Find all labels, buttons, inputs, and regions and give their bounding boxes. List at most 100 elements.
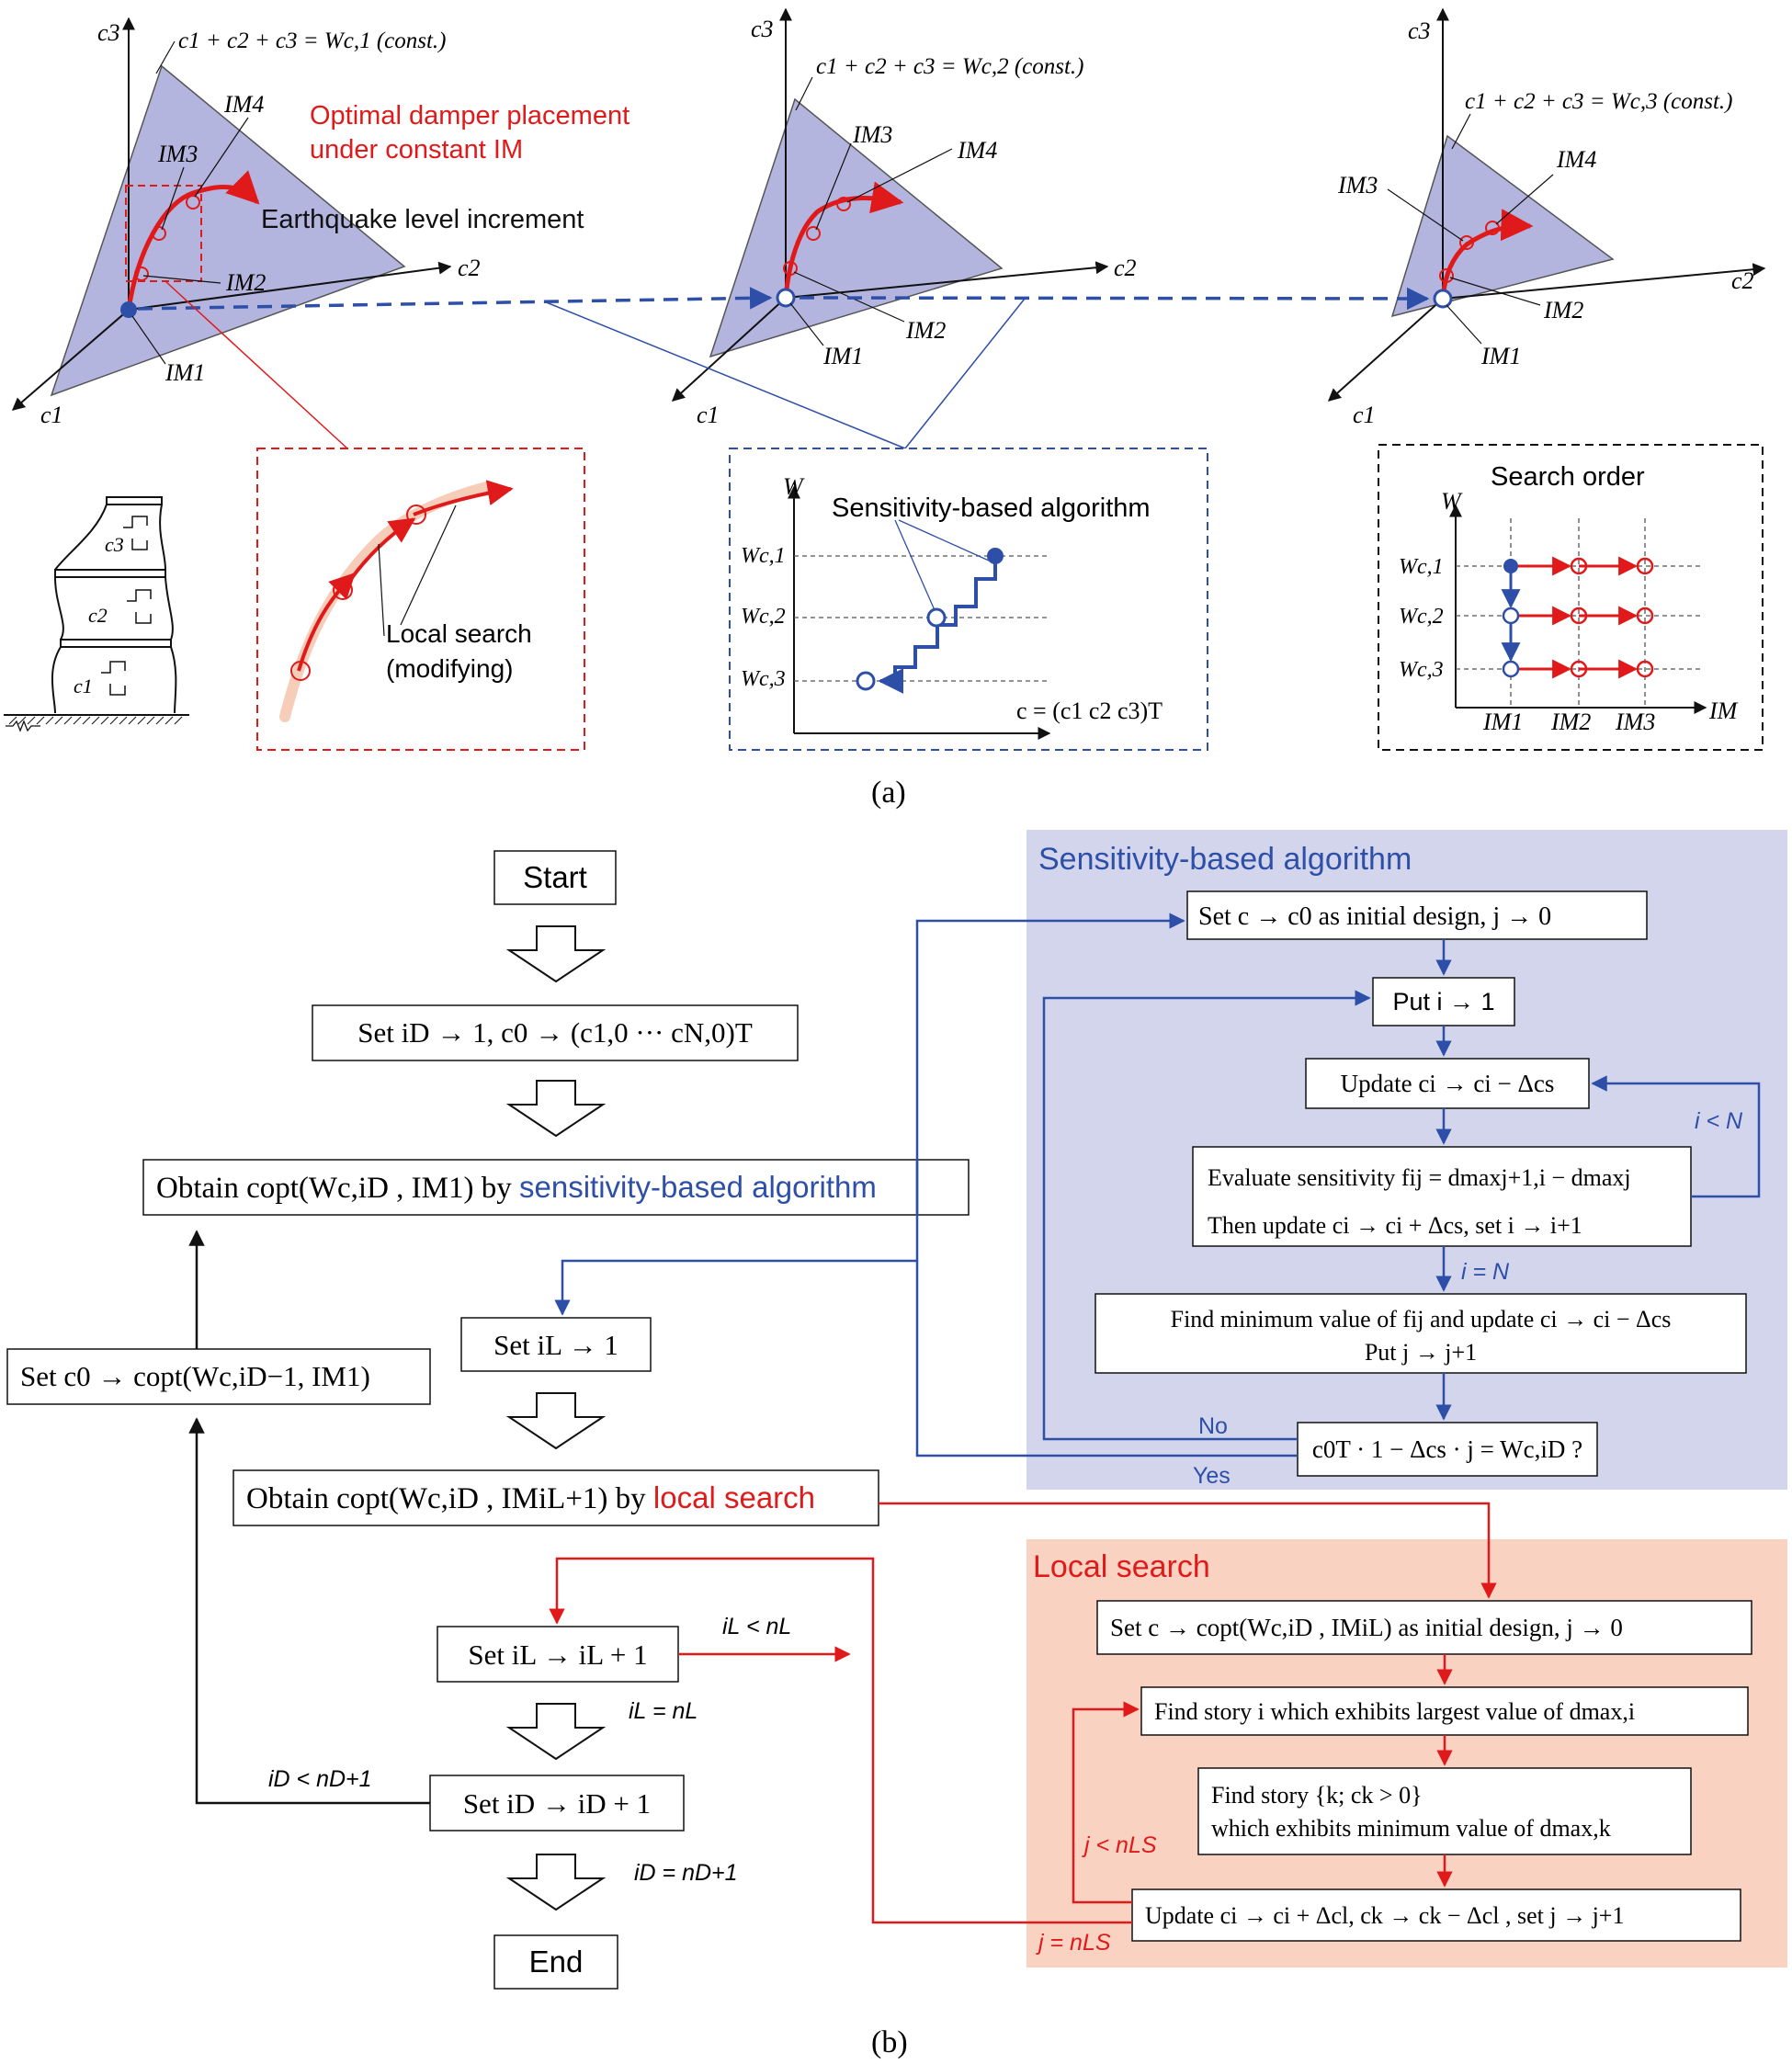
set-c0-label: Set c0 → copt(Wc,iD−1, IM1)	[20, 1360, 370, 1392]
local-step-1	[1096, 1600, 1752, 1655]
axis-label-c3-3: c3	[1408, 17, 1431, 44]
im1-label-2: IM1	[822, 343, 863, 369]
set-id-inc-box	[429, 1775, 685, 1832]
axis-label-c1-2: c1	[697, 402, 720, 428]
im4-label-2: IM4	[957, 137, 997, 164]
set-il-label: Set iL → 1	[493, 1329, 618, 1361]
local-step-2	[1140, 1686, 1749, 1736]
local-l1: Set c → copt(Wc,iD , IMiL) as initial de…	[1110, 1614, 1623, 1641]
im2-label-1: IM2	[225, 269, 266, 296]
axis-c1-1	[11, 309, 130, 411]
axis-label-c3-2: c3	[751, 16, 774, 42]
local-step-4	[1131, 1888, 1741, 1942]
im4-label-1: IM4	[223, 91, 264, 118]
cond-il-lt: iL < nL	[722, 1614, 791, 1639]
local-panel-title: Local search	[1033, 1549, 1210, 1584]
story-label-c1: c1	[74, 675, 93, 697]
local-search-zoom: Local search (modifying)	[256, 448, 585, 751]
sens-i-eq: i = N	[1461, 1259, 1510, 1285]
im1-label-3: IM1	[1480, 343, 1521, 369]
im3-label-2: IM3	[852, 121, 892, 148]
set-id-inc-label: Set iD → iD + 1	[463, 1787, 651, 1820]
search-w-axis: W	[1441, 488, 1463, 515]
start-box	[493, 850, 617, 905]
caption-b: (b)	[871, 2025, 908, 2059]
search-im2: IM2	[1550, 709, 1591, 735]
optimal-placement-line2: under constant IM	[310, 135, 523, 164]
im3-label-1: IM3	[157, 141, 198, 167]
local-l3a: Find story {k; ck > 0}	[1211, 1782, 1423, 1809]
im2-label-2: IM2	[905, 317, 946, 344]
set-il-box	[460, 1317, 652, 1372]
set-il-inc-label: Set iL → iL + 1	[468, 1639, 647, 1671]
cond-id-eq: iD = nD+1	[634, 1860, 738, 1886]
plane-diagram-2: c3 c2 c1 c1 + c2 + c3 = Wc,2 (const.) IM…	[671, 7, 1137, 428]
im3-label-3: IM3	[1337, 172, 1378, 198]
axis-c2-1	[128, 261, 452, 311]
search-im1: IM1	[1482, 709, 1523, 735]
local-search-label-1: Local search	[386, 619, 532, 648]
building-sketch: c3 c2 c1	[4, 496, 189, 732]
search-im3: IM3	[1615, 709, 1655, 735]
sens-step-4	[1192, 1146, 1692, 1247]
sens-step-6	[1297, 1422, 1598, 1477]
sens-no: No	[1198, 1413, 1228, 1439]
sens-w-axis: W	[783, 473, 805, 500]
axis-label-c1-1: c1	[40, 402, 63, 428]
sens-s4b: Then update ci → ci + Δcs, set i → i+1	[1208, 1212, 1582, 1239]
sensitivity-zoom: W Wc,1 Wc,2 Wc,3 Sensitivity-based algor…	[729, 448, 1208, 751]
obtain-local-box	[233, 1469, 879, 1526]
sens-s5b: Put j → j+1	[1365, 1339, 1477, 1366]
search-wc3: Wc,3	[1399, 658, 1444, 682]
im1-label-1: IM1	[164, 359, 205, 386]
plane-diagram-3: c3 c2 c1 c1 + c2 + c3 = Wc,3 (const.) IM…	[1327, 7, 1766, 428]
axis-label-c3-1: c3	[97, 19, 120, 46]
sensitivity-panel-title: Sensitivity-based algorithm	[1038, 842, 1412, 877]
local-search-label-2: (modifying)	[386, 654, 513, 683]
search-wc1: Wc,1	[1399, 555, 1444, 579]
local-step-3	[1197, 1767, 1692, 1855]
plane-label-3: c1 + c2 + c3 = Wc,3 (const.)	[1465, 89, 1733, 114]
plane-label-1: c1 + c2 + c3 = Wc,1 (const.)	[178, 28, 447, 53]
sens-title: Sensitivity-based algorithm	[832, 493, 1151, 523]
sens-s3: Update ci → ci − Δcs	[1341, 1070, 1555, 1097]
search-wc2: Wc,2	[1399, 605, 1444, 629]
search-order-box: Search order W IM Wc,1 Wc,2 Wc,3	[1378, 444, 1764, 751]
end-label: End	[529, 1945, 584, 1979]
axis-label-c2-1: c2	[458, 255, 481, 281]
local-j-lt: j < nLS	[1082, 1832, 1157, 1858]
sens-step-3	[1305, 1058, 1590, 1109]
sens-s6: c0T · 1 − Δcs · j = Wc,iD ?	[1312, 1435, 1582, 1463]
axis-label-c1-3: c1	[1353, 402, 1376, 428]
obtain-sens-box	[142, 1159, 970, 1216]
end-box	[493, 1934, 618, 1990]
obtain-sens-label: Obtain copt(Wc,iD , IM1) by sensitivity-…	[156, 1170, 877, 1205]
constraint-plane-1	[50, 64, 406, 397]
sens-i-lt: i < N	[1695, 1108, 1743, 1134]
set-id-box	[312, 1004, 799, 1061]
local-l3b: which exhibits minimum value of dmax,k	[1211, 1815, 1611, 1842]
local-j-eq: j = nLS	[1036, 1930, 1111, 1956]
plane-label-2: c1 + c2 + c3 = Wc,2 (const.)	[816, 54, 1084, 79]
sens-step-2	[1372, 977, 1515, 1026]
cond-id-lt: iD < nD+1	[268, 1766, 372, 1792]
sens-step-5	[1094, 1293, 1747, 1374]
plane-diagram-1: c3 c2 c1 c1 + c2 + c3 = Wc,1 (const.) IM…	[11, 17, 629, 428]
axis-label-c2-2: c2	[1114, 255, 1137, 281]
cond-il-eq: iL = nL	[629, 1698, 698, 1724]
sens-yes: Yes	[1193, 1463, 1231, 1489]
eq-level-increment: Earthquake level increment	[261, 205, 584, 234]
story-label-c2: c2	[88, 604, 108, 627]
search-im-axis: IM	[1708, 697, 1739, 724]
set-c0-box	[6, 1348, 431, 1405]
im4-label-3: IM4	[1556, 146, 1596, 173]
sens-wc2: Wc,2	[741, 605, 786, 629]
axis-label-c2-3: c2	[1731, 267, 1754, 294]
sens-s4a: Evaluate sensitivity fij = dmaxj+1,i − d…	[1208, 1164, 1631, 1191]
sens-s5a: Find minimum value of fij and update ci …	[1171, 1306, 1672, 1333]
caption-a: (a)	[871, 776, 906, 810]
obtain-local-label: Obtain copt(Wc,iD , IMiL+1) by local sea…	[246, 1480, 815, 1515]
sens-wc1: Wc,1	[741, 544, 786, 568]
start-label: Start	[523, 860, 587, 894]
